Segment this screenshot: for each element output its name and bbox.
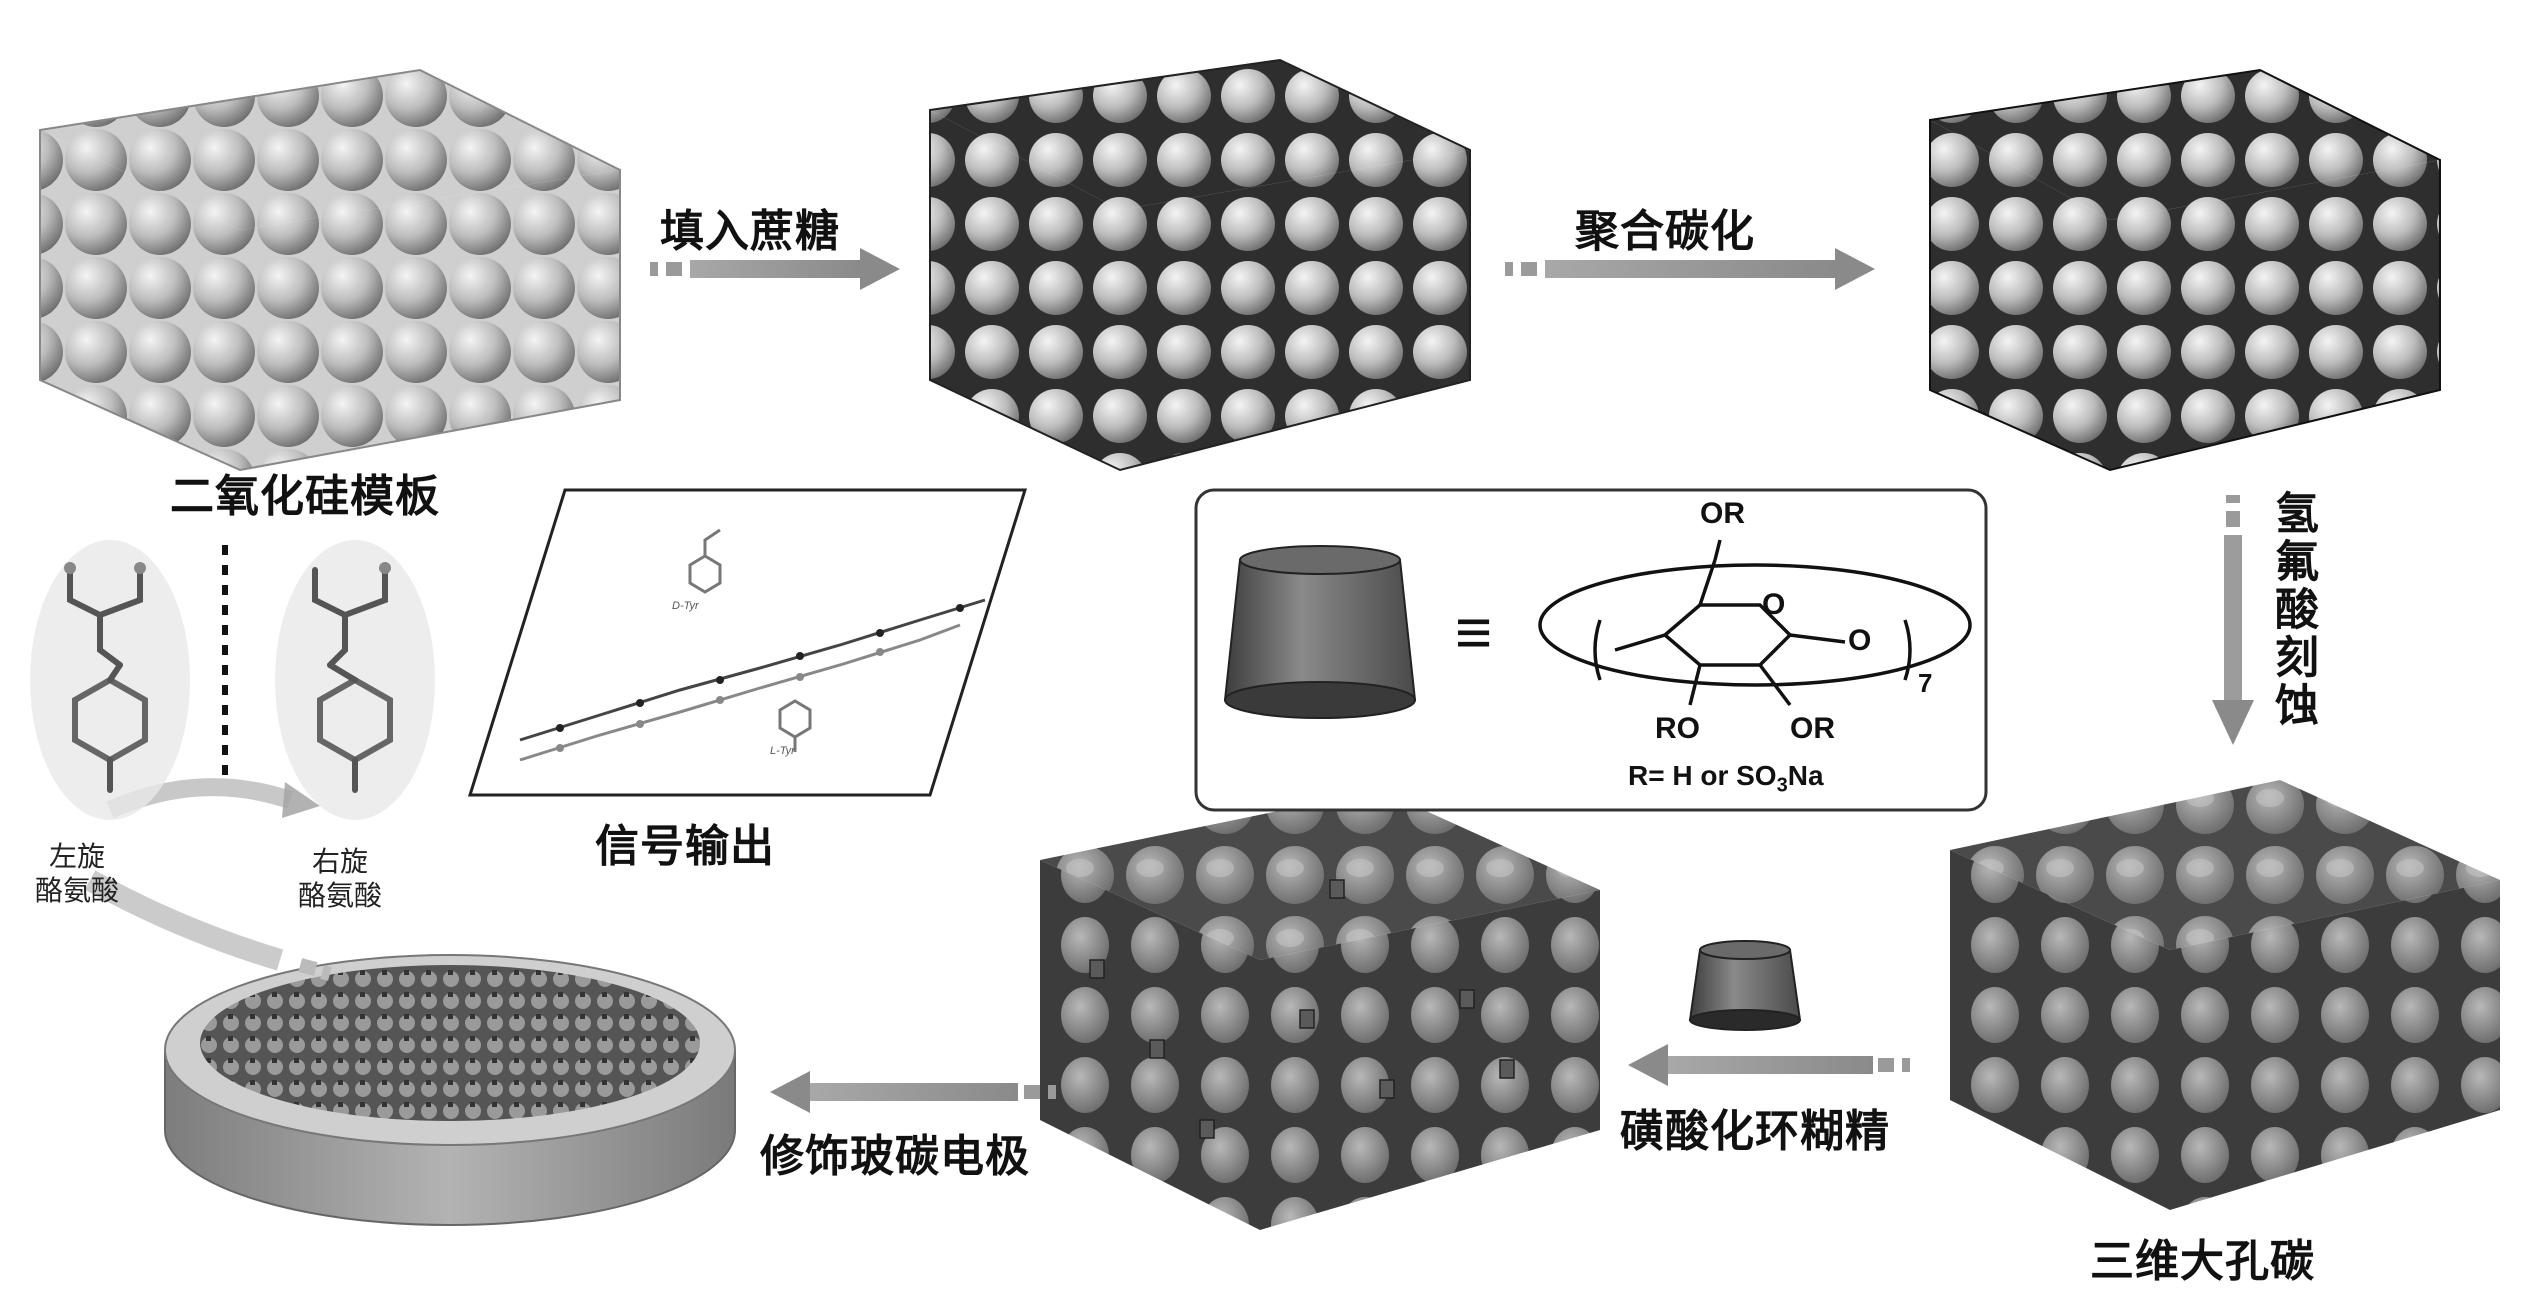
l-tyrosine-molecule xyxy=(30,540,190,820)
label-hf-etching: 氢氟酸刻蚀 xyxy=(2260,490,2324,730)
chem-r-def-prefix: R= H or SO xyxy=(1628,760,1777,791)
arrow-hf-etching xyxy=(2212,495,2254,745)
label-l-tyrosine-line2: 酪氨酸 xyxy=(35,874,119,908)
label-modified-gce: 修饰玻碳电极 xyxy=(760,1120,1030,1184)
arrow-tyr-to-electrode xyxy=(90,880,332,981)
chem-ro-left: RO xyxy=(1655,712,1700,746)
macroporous-carbon-block xyxy=(1950,780,2500,1210)
cyclodextrin-cup-large xyxy=(1225,546,1415,718)
label-fill-sucrose: 填入蔗糖 xyxy=(660,195,840,259)
d-tyrosine-molecule xyxy=(275,540,435,820)
chem-r-def-suffix: Na xyxy=(1788,760,1824,791)
equivalence-symbol: ≡ xyxy=(1455,595,1492,669)
label-d-tyrosine-line2: 酪氨酸 xyxy=(298,879,382,913)
cyclodextrin-cup-icon xyxy=(1690,941,1800,1030)
plot-label-d-tyr: D-Tyr xyxy=(672,600,699,612)
label-silica-template: 二氧化硅模板 xyxy=(170,460,440,524)
label-d-tyrosine: 右旋 酪氨酸 xyxy=(298,845,382,913)
carbonized-block xyxy=(1930,70,2440,470)
chem-r-definition: R= H or SO3Na xyxy=(1628,760,1824,798)
label-d-tyrosine-line1: 右旋 xyxy=(298,845,382,879)
silica-template-block xyxy=(40,70,620,470)
arrow-sulfonated-cd xyxy=(1628,1044,1910,1086)
label-signal-output: 信号输出 xyxy=(595,810,775,874)
plot-label-l-tyr: L-Tyr xyxy=(770,745,795,757)
label-polymerize-carbonize: 聚合碳化 xyxy=(1575,195,1755,259)
chem-subscript-n: 7 xyxy=(1918,668,1932,699)
arrow-modify-gce xyxy=(770,1071,1056,1113)
chem-or-top: OR xyxy=(1700,497,1745,531)
chem-linker-oxygen: O xyxy=(1848,624,1871,658)
label-l-tyrosine-line1: 左旋 xyxy=(35,840,119,874)
signal-output-panel xyxy=(470,490,1025,795)
label-macroporous-carbon: 三维大孔碳 xyxy=(2090,1225,2315,1289)
label-l-tyrosine: 左旋 酪氨酸 xyxy=(35,840,119,908)
glassy-carbon-electrode xyxy=(165,955,735,1225)
chem-ring-oxygen: O xyxy=(1762,588,1785,622)
chem-r-def-sub: 3 xyxy=(1777,775,1788,797)
chem-or-right: OR xyxy=(1790,712,1835,746)
cd-modified-carbon-block xyxy=(1040,790,1600,1230)
label-sulfonated-cd: 磺酸化环糊精 xyxy=(1620,1095,1890,1159)
sucrose-filled-block xyxy=(930,60,1470,470)
